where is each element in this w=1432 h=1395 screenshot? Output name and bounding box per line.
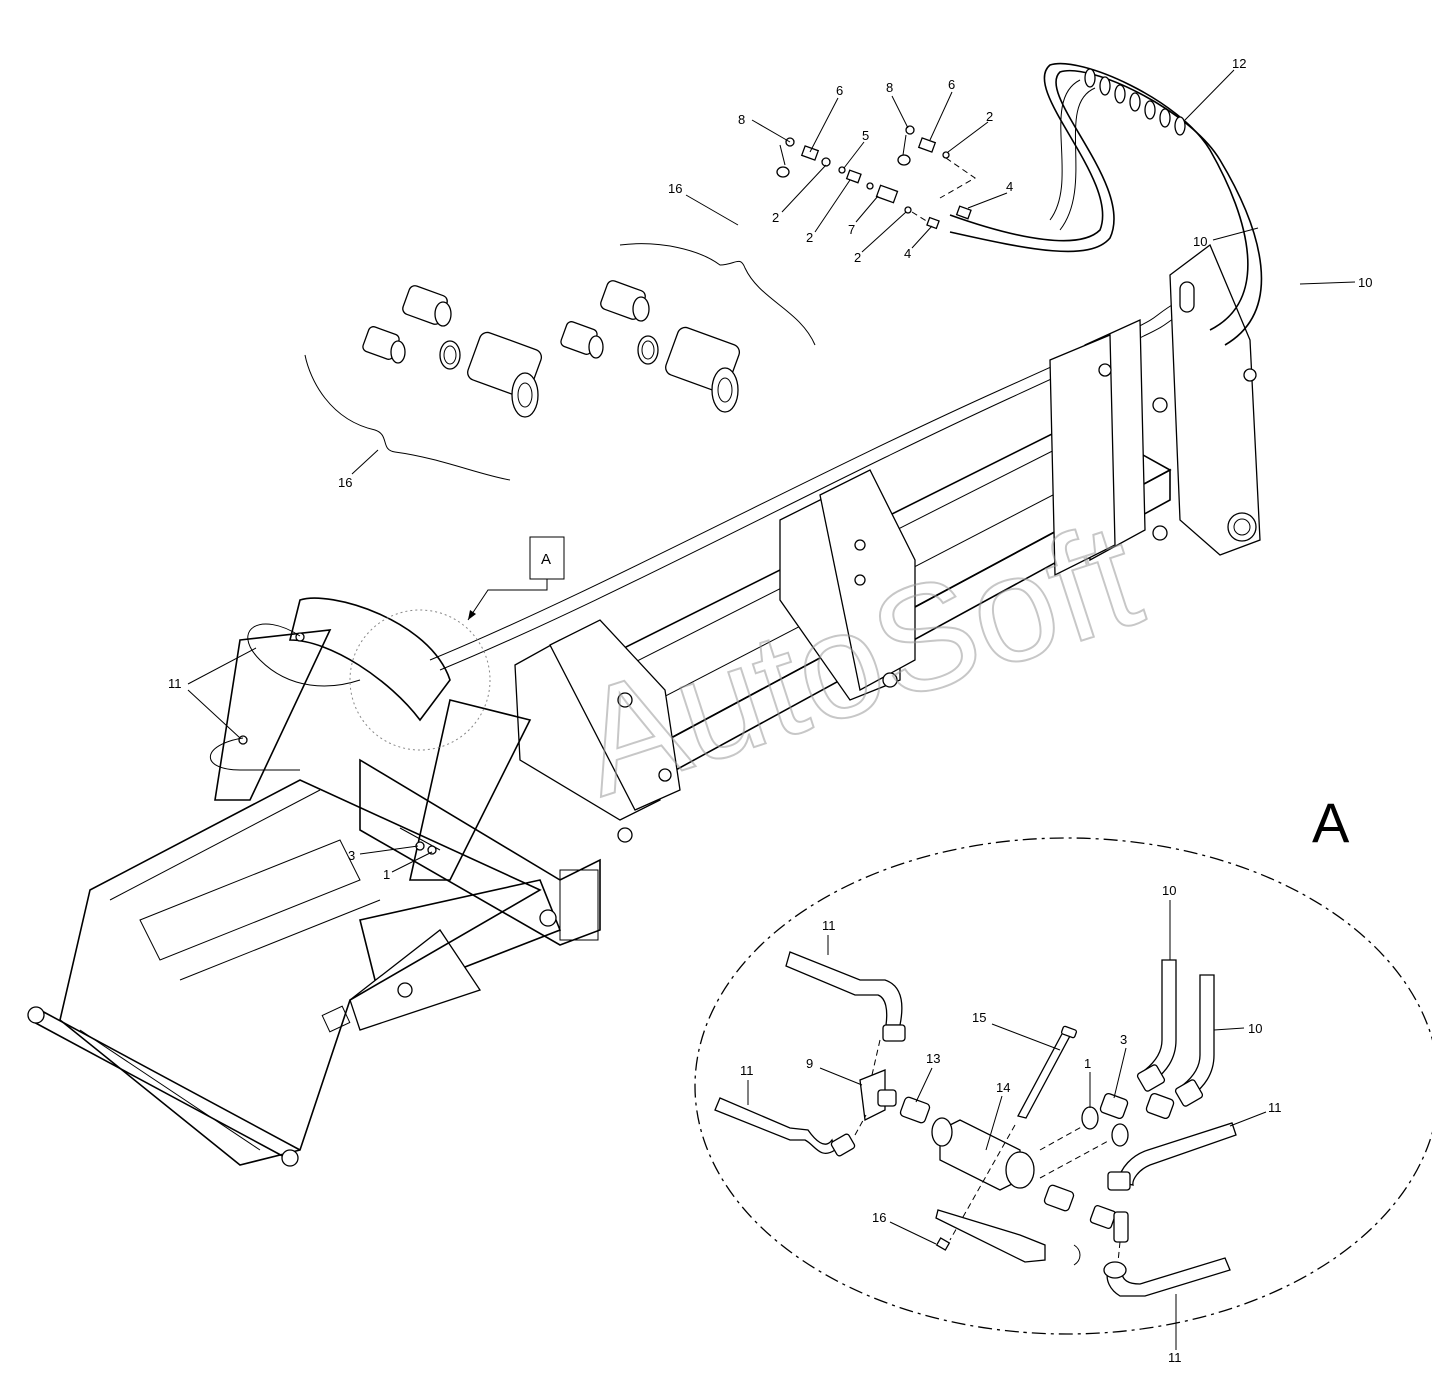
callout-7: 7 (848, 222, 855, 237)
loader-boom-frame (27, 243, 1261, 1167)
detail-callout-14: 14 (996, 1080, 1010, 1095)
callout-8-left: 8 (738, 112, 745, 127)
callout-3: 3 (348, 848, 355, 863)
callout-1: 1 (383, 867, 390, 882)
detail-callout-11-bottom: 11 (1168, 1350, 1182, 1365)
callout-11: 11 (168, 676, 182, 691)
quick-coupler-set (304, 243, 816, 481)
detail-reference-letter: A (541, 551, 551, 568)
quick-coupler-left (362, 285, 543, 418)
detail-callout-11-upper-left: 11 (822, 918, 836, 933)
detail-callout-15: 15 (972, 1010, 986, 1025)
callout-4-b: 4 (1006, 179, 1013, 194)
detail-callout-13: 13 (926, 1051, 940, 1066)
callout-12: 12 (1232, 56, 1246, 71)
detail-callout-1: 1 (1084, 1056, 1091, 1071)
callouts-main: 8 6 5 2 2 7 2 4 8 6 2 4 12 10 10 16 16 1… (168, 56, 1372, 882)
callout-4-a: 4 (904, 246, 911, 261)
callout-2-b: 2 (806, 230, 813, 245)
detail-callout-16: 16 (872, 1210, 886, 1225)
callout-2-a: 2 (772, 210, 779, 225)
detail-callout-10-right: 10 (1248, 1021, 1262, 1036)
callout-10-a: 10 (1193, 234, 1207, 249)
callout-8-right: 8 (886, 80, 893, 95)
callout-10-b: 10 (1358, 275, 1372, 290)
exploded-fittings-top (776, 125, 976, 230)
callout-2-c: 2 (854, 250, 861, 265)
callout-6-right: 6 (948, 77, 955, 92)
detail-view-a: 11 9 11 13 15 14 1 3 10 10 11 16 11 (694, 837, 1432, 1365)
callout-2-d: 2 (986, 109, 993, 124)
detail-view-title: A (1312, 791, 1350, 854)
detail-callout-9: 9 (806, 1056, 813, 1071)
callout-16-left: 16 (338, 475, 352, 490)
callout-6-left: 6 (836, 83, 843, 98)
quick-coupler-right (560, 280, 741, 413)
hydraulic-hose-bundle (949, 62, 1263, 346)
detail-callout-3: 3 (1120, 1032, 1127, 1047)
callout-16-top: 16 (668, 181, 682, 196)
detail-callout-10-upper: 10 (1162, 883, 1176, 898)
detail-reference-box: A (467, 536, 565, 621)
detail-callout-11-right: 11 (1268, 1100, 1282, 1115)
detail-callout-11-lower-left: 11 (740, 1063, 754, 1078)
callout-5: 5 (862, 128, 869, 143)
